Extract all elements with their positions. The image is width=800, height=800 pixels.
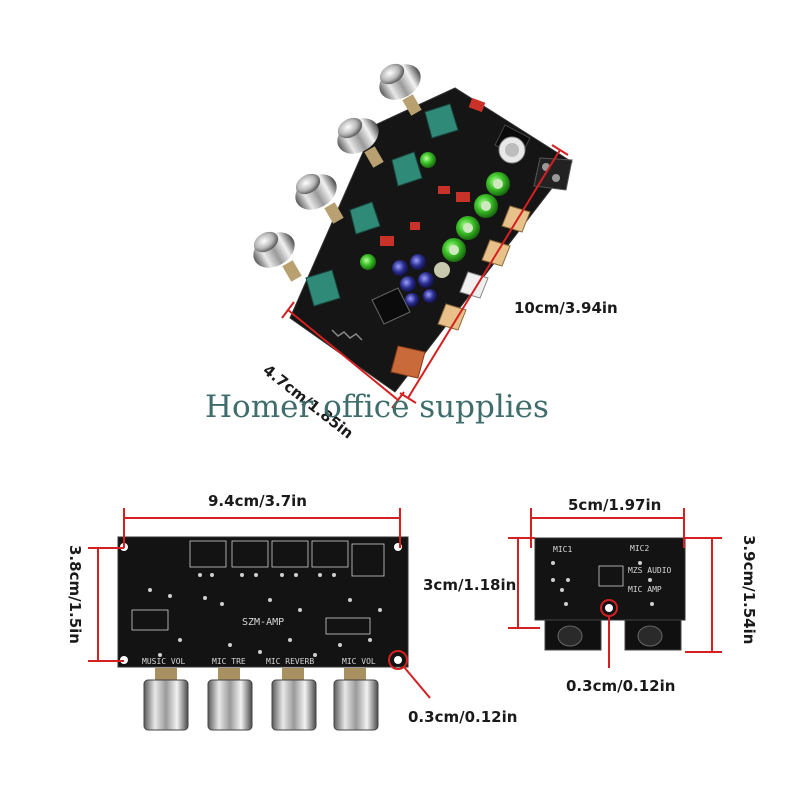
- bottom-board-label: SZM-AMP: [242, 617, 284, 628]
- mic-dimension-lines: [508, 508, 722, 668]
- mic1-label: MIC1: [553, 545, 572, 554]
- usb-port: [390, 345, 426, 379]
- top-view: 10cm/3.94in 4.7cm/1.85in: [253, 63, 618, 443]
- top-dimension-lines: [281, 144, 569, 409]
- mic-board-sublabel: MIC AMP: [628, 585, 662, 594]
- top-length-label: 10cm/3.94in: [514, 299, 618, 317]
- mic-inner-height-label: 3cm/1.18in: [423, 576, 516, 594]
- potentiometers: [305, 103, 459, 307]
- bottom-dimension-lines: [88, 508, 431, 699]
- mic-hole-label: 0.3cm/0.12in: [566, 677, 675, 695]
- mic-outer-height-label: 3.9cm/1.54in: [740, 535, 758, 644]
- mic2-label: MIC2: [630, 544, 649, 553]
- top-knobs: [253, 63, 422, 282]
- mic-jacks: [544, 619, 682, 651]
- mic-mount-hole: [605, 604, 613, 612]
- mic-board-view: MIC1 MIC2 MZS AUDIO MIC AMP: [423, 496, 758, 695]
- bottom-knobs: [143, 668, 379, 731]
- bottom-pcb: [117, 536, 409, 668]
- watermark-text: Homer office supplies: [205, 389, 549, 425]
- solder-pads: [148, 573, 382, 657]
- knob-label-mic-reverb: MIC REVERB: [266, 657, 314, 666]
- bottom-view: SZM-AMP MUSIC VOL MIC TRE MIC REVERB MIC…: [66, 492, 517, 731]
- bottom-height-label: 3.8cm/1.5in: [66, 545, 84, 644]
- knob-label-mic-vol: MIC VOL: [342, 657, 376, 666]
- mic-board-label: MZS AUDIO: [628, 566, 672, 575]
- knob-label-mic-tre: MIC TRE: [212, 657, 246, 666]
- bottom-mount-hole: [394, 656, 402, 664]
- bottom-hole-label: 0.3cm/0.12in: [408, 708, 517, 726]
- knob-label-music-vol: MUSIC VOL: [142, 657, 186, 666]
- bottom-width-label: 9.4cm/3.7in: [208, 492, 307, 510]
- mic-width-label: 5cm/1.97in: [568, 496, 661, 514]
- blue-capacitors: [392, 254, 450, 307]
- green-capacitors: [360, 152, 510, 270]
- main-ic: [371, 287, 411, 325]
